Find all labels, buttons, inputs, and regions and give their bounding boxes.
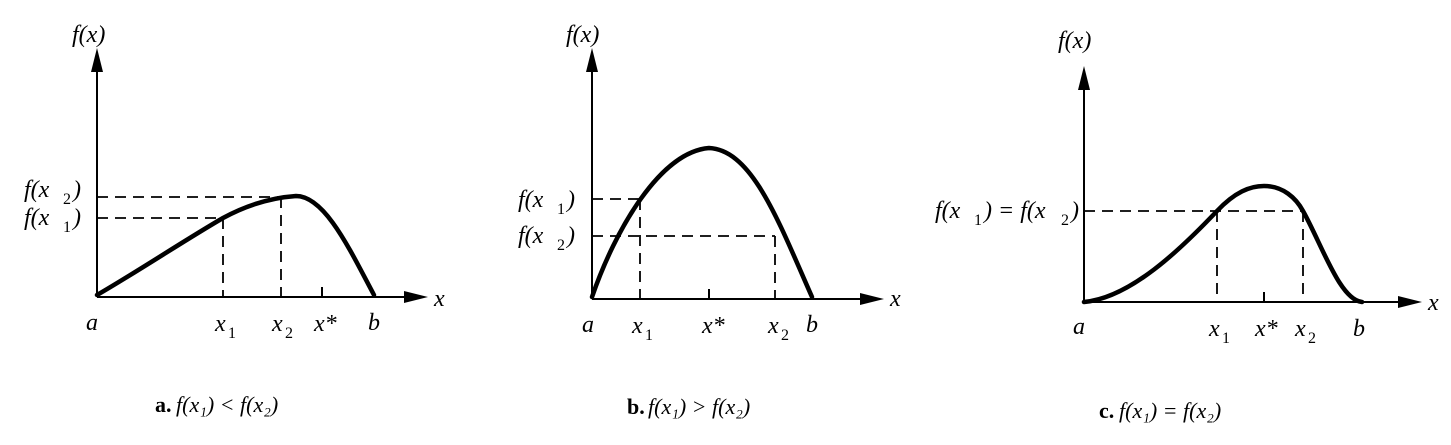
fx2-label-sub: 2 xyxy=(63,191,71,208)
fx2-label-sub: 2 xyxy=(557,237,565,254)
y-axis-label: f(x) xyxy=(72,22,105,48)
equal-label-close: ) xyxy=(1069,198,1079,224)
x1-label-base: x xyxy=(214,311,226,337)
fx2-label-base: f(x xyxy=(518,223,544,249)
left-bound-label: a xyxy=(86,310,98,336)
caption-letter: a. xyxy=(155,392,172,417)
x2-label-base: x xyxy=(767,313,779,339)
xstar-label: x* xyxy=(701,313,725,339)
fx1-label-close: ) xyxy=(71,205,81,231)
panel-a: f(x) x a b x 1 x 2 x* f(x 2 ) f(x 1 ) a.… xyxy=(24,22,445,417)
equal-label-sub1: 1 xyxy=(974,212,982,229)
fx2-label: f(x 2 ) xyxy=(518,223,575,254)
function-curve xyxy=(94,193,377,298)
xstar-label: x* xyxy=(313,311,337,337)
x1-label: x 1 xyxy=(1208,316,1230,347)
equal-label-left: f(x xyxy=(935,198,961,224)
fx1-label-base: f(x xyxy=(518,187,544,213)
x1-label-base: x xyxy=(1208,316,1220,342)
x-axis-label: x xyxy=(1427,290,1439,316)
panel-c: f(x) x a b x 1 x* x 2 f(x 1 ) = f(x 2 ) … xyxy=(935,28,1439,423)
fx1-label-sub: 1 xyxy=(63,219,71,236)
function-curve xyxy=(589,145,815,300)
caption-text: f(x₁) > f(x₂) xyxy=(648,394,750,419)
x2-label-sub: 2 xyxy=(285,325,293,342)
fx2-label: f(x 2 ) xyxy=(24,177,81,208)
x1-label-sub: 1 xyxy=(1222,330,1230,347)
right-bound-label: b xyxy=(368,310,380,336)
x2-label: x 2 xyxy=(271,311,293,342)
x1-label-base: x xyxy=(631,313,643,339)
right-bound-label: b xyxy=(806,312,818,338)
fx2-label-close: ) xyxy=(71,177,81,203)
x2-label-sub: 2 xyxy=(781,327,789,344)
x-axis-label: x xyxy=(433,286,445,312)
left-bound-label: a xyxy=(1073,314,1085,340)
x2-label: x 2 xyxy=(767,313,789,344)
x1-label: x 1 xyxy=(214,311,236,342)
x2-label-base: x xyxy=(1294,316,1306,342)
fx1-label: f(x 1 ) xyxy=(518,187,575,218)
x2-label-base: x xyxy=(271,311,283,337)
fx1-label: f(x 1 ) xyxy=(24,205,81,236)
fx1-label-close: ) xyxy=(565,187,575,213)
x-axis-arrow xyxy=(860,293,884,305)
x1-label: x 1 xyxy=(631,313,653,344)
fx2-label-close: ) xyxy=(565,223,575,249)
caption-c: c. f(x₁) = f(x₂) xyxy=(1099,398,1221,423)
y-axis-arrow xyxy=(91,48,103,72)
caption-a: a. f(x₁) < f(x₂) xyxy=(155,392,278,417)
caption-letter: b. xyxy=(627,394,645,419)
y-axis-label: f(x) xyxy=(566,22,599,48)
x2-label: x 2 xyxy=(1294,316,1316,347)
x1-label-sub: 1 xyxy=(645,327,653,344)
x2-label-sub: 2 xyxy=(1308,330,1316,347)
xstar-label: x* xyxy=(1254,316,1278,342)
x-axis-label: x xyxy=(889,286,901,312)
caption-b: b. f(x₁) > f(x₂) xyxy=(627,394,750,419)
equal-label-mid: ) = f(x xyxy=(982,198,1046,224)
y-axis-arrow xyxy=(1078,66,1090,90)
panel-b: f(x) x a b x 1 x* x 2 f(x 1 ) f(x 2 ) b.… xyxy=(518,22,901,419)
caption-text: f(x₁) < f(x₂) xyxy=(176,392,278,417)
equal-value-label: f(x 1 ) = f(x 2 ) xyxy=(935,198,1079,229)
fx2-label-base: f(x xyxy=(24,177,50,203)
caption-text: f(x₁) = f(x₂) xyxy=(1119,398,1221,423)
x-axis-arrow xyxy=(1398,296,1422,308)
right-bound-label: b xyxy=(1353,316,1365,342)
y-axis-label: f(x) xyxy=(1058,28,1091,54)
left-bound-label: a xyxy=(582,312,594,338)
fx1-label-sub: 1 xyxy=(557,201,565,218)
function-curve xyxy=(1081,183,1365,305)
caption-letter: c. xyxy=(1099,398,1114,423)
y-axis-arrow xyxy=(586,48,598,72)
equal-label-sub2: 2 xyxy=(1061,212,1069,229)
x-axis-arrow xyxy=(404,291,428,303)
fx1-label-base: f(x xyxy=(24,205,50,231)
x1-label-sub: 1 xyxy=(228,325,236,342)
